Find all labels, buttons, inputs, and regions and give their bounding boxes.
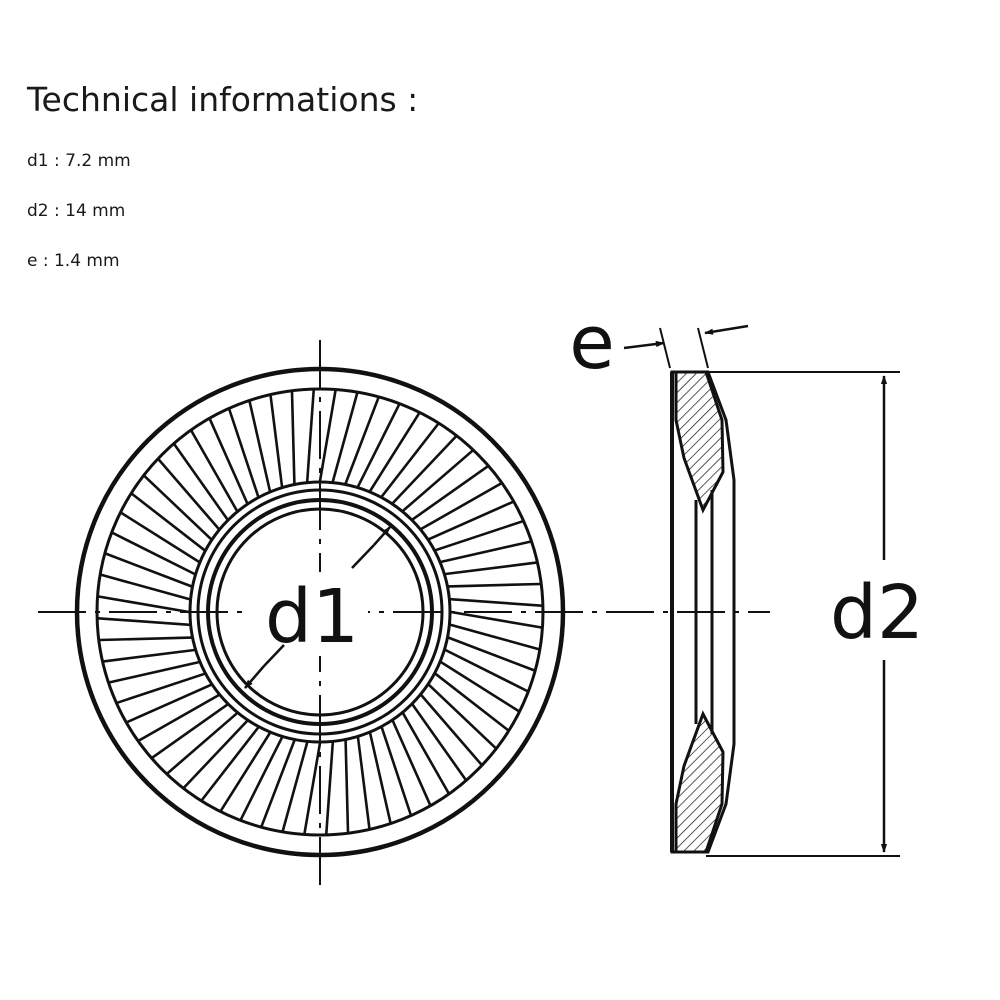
serration-tooth	[281, 742, 309, 832]
d1-dimension-line-lower	[244, 665, 265, 689]
serration-tooth	[98, 595, 190, 614]
serration-tooth	[269, 395, 284, 487]
serration-tooth	[131, 492, 206, 552]
e-arrow-right	[704, 324, 749, 335]
washer-front-view: d1	[38, 340, 770, 890]
serration-tooth	[103, 648, 195, 663]
d1-label: d1	[265, 574, 359, 660]
serration-tooth	[380, 423, 440, 498]
d1-dimension-line	[373, 526, 391, 546]
spec-e: e : 1.4 mm	[27, 251, 120, 271]
serration-tooth	[151, 703, 229, 759]
serration-tooth	[126, 683, 212, 724]
serration-tooth	[428, 500, 514, 541]
serration-tooth	[305, 390, 315, 482]
serration-tooth	[420, 482, 502, 531]
serration-tooth	[445, 561, 537, 576]
serration-tooth	[411, 703, 467, 781]
serration-tooth	[99, 636, 192, 642]
serration-tooth	[143, 475, 212, 541]
serration-tooth	[435, 520, 524, 552]
serration-tooth	[98, 617, 190, 627]
serration-tooth	[325, 742, 335, 834]
side-profile-outline	[670, 370, 736, 854]
serration-tooth	[109, 660, 200, 684]
serration-tooth	[448, 582, 541, 588]
serration-tooth	[356, 737, 371, 829]
serration-tooth	[450, 623, 540, 651]
serration-tooth	[411, 465, 489, 521]
info-title: Technical informations :	[27, 80, 419, 119]
serration-tooth	[228, 408, 260, 497]
serration-tooth	[444, 648, 528, 693]
e-extension-right	[697, 327, 709, 369]
serration-tooth	[138, 693, 220, 742]
serration-tooth	[391, 720, 432, 806]
serration-tooth	[190, 430, 239, 512]
serration-tooth	[356, 404, 401, 488]
serration-tooth	[448, 636, 535, 672]
serration-tooth	[116, 672, 205, 704]
serration-tooth	[290, 391, 296, 484]
d1-leader	[351, 544, 375, 569]
serration-tooth	[100, 573, 190, 601]
serration-teeth	[98, 390, 542, 834]
serration-tooth	[401, 712, 450, 794]
serration-tooth	[344, 397, 380, 484]
d1-leader-lower	[263, 644, 285, 667]
serration-tooth	[183, 720, 249, 789]
serration-tooth	[434, 672, 509, 732]
serration-tooth	[344, 740, 350, 833]
serration-tooth	[331, 392, 359, 482]
serration-tooth	[120, 511, 200, 563]
e-label: e	[569, 300, 615, 386]
d1-label-background	[250, 572, 368, 656]
serration-tooth	[200, 726, 260, 801]
serration-tooth	[173, 443, 229, 521]
serration-tooth	[157, 458, 220, 530]
serration-tooth	[368, 732, 392, 823]
spec-d1: d1 : 7.2 mm	[27, 151, 131, 171]
serration-tooth	[303, 742, 322, 834]
serration-tooth	[380, 727, 412, 816]
serration-tooth	[402, 449, 474, 512]
spec-d2: d2 : 14 mm	[27, 201, 126, 221]
serration-tooth	[440, 540, 531, 564]
serration-tooth	[260, 740, 296, 827]
serration-tooth	[219, 732, 271, 812]
washer-side-view: d2 e	[569, 300, 924, 857]
serration-tooth	[248, 401, 272, 492]
d2-label: d2	[830, 570, 924, 656]
serration-tooth	[208, 418, 249, 504]
serration-tooth	[166, 712, 238, 775]
serration-tooth	[450, 597, 542, 607]
serration-tooth	[420, 694, 483, 766]
serration-tooth	[112, 531, 196, 576]
serration-tooth	[369, 412, 421, 492]
serration-tooth	[440, 661, 520, 713]
e-extension-left	[659, 327, 671, 369]
serration-tooth	[450, 610, 542, 629]
serration-tooth	[428, 683, 497, 749]
e-arrow-left	[623, 340, 665, 350]
serration-tooth	[239, 736, 284, 820]
serration-tooth	[391, 435, 457, 504]
serration-tooth	[105, 552, 192, 588]
serration-tooth	[318, 390, 337, 482]
